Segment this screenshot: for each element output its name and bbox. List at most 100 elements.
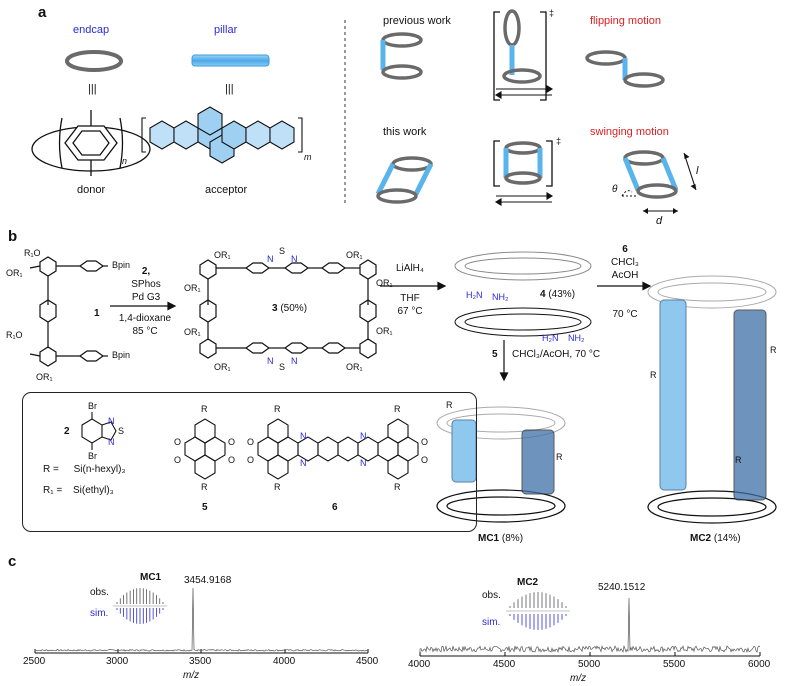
step1-cond-0: 1,4-dioxane — [118, 313, 172, 324]
donor-label: donor — [77, 184, 106, 196]
ms1-tick-2: 3500 — [189, 656, 212, 667]
c1-sub-0: R₁O — [24, 248, 41, 258]
mc2-r-3: R — [735, 455, 742, 465]
bpin-bottom: Bpin — [112, 350, 131, 360]
panel-a-label: a — [38, 4, 47, 21]
step1-reagent-2: Pd G3 — [131, 292, 161, 303]
c2-n-bottom: N — [108, 437, 115, 447]
ms2-title: MC2 — [517, 577, 539, 588]
mc1-yield: (8%) — [501, 533, 524, 544]
c6-o-1: O — [247, 437, 255, 447]
ms2-sim: sim. — [482, 617, 501, 628]
spectrum-line — [419, 597, 761, 654]
c4-nh2-bottom: NH₂ — [568, 333, 585, 343]
c6-n-3: N — [360, 431, 367, 441]
compound-4-number: 4 — [540, 289, 546, 300]
c6-n-2: N — [300, 458, 307, 468]
c3-sub-5: OR₁ — [376, 326, 393, 336]
compound-1-structure — [29, 256, 108, 367]
c1-sub-2: R₁O — [6, 330, 23, 340]
c6-r-1: R — [274, 404, 281, 414]
mc1-r-1: R — [446, 400, 453, 410]
thiadiazole-s-top: S — [279, 246, 286, 256]
ms2-xlabel: m/z — [570, 673, 587, 684]
c6-n-1: N — [300, 431, 307, 441]
c4-h2n-top: H₂N — [466, 290, 483, 300]
ms2-tick-0: 4000 — [408, 659, 431, 670]
acceptor-polycycle-icon — [141, 106, 303, 164]
c5-o-2: O — [174, 455, 182, 465]
compound-4-yield: (43%) — [548, 289, 576, 300]
dagger-1: ‡ — [549, 8, 555, 18]
ms1-tick-3: 4000 — [273, 656, 296, 667]
flipping-motion-label: flipping motion — [590, 15, 661, 27]
step4-reagent-num: 5 — [492, 349, 498, 360]
step2-cond-0: THF — [400, 293, 420, 304]
mc1-label: MC1 (8%) — [478, 533, 523, 544]
reaction-arrow-3 — [597, 281, 652, 291]
step3-reagent-1: CHCl₃ — [611, 257, 639, 268]
c3-sub-7: OR₁ — [346, 362, 363, 372]
pillar-title: pillar — [214, 24, 238, 36]
compound-6-number: 6 — [332, 502, 338, 513]
reaction-arrow-4 — [499, 340, 509, 382]
c5-r-bottom: R — [201, 482, 208, 492]
distance-symbol: d — [656, 215, 663, 227]
step3-reagents: 6 CHCl₃ AcOH — [598, 243, 652, 282]
compound-2-number: 2 — [64, 426, 70, 437]
c2-br-top: Br — [88, 401, 97, 411]
r-def-rhs: Si(n-hexyl)₃ — [73, 464, 126, 475]
step1-reagents: 2, SPhos Pd G3 — [116, 265, 176, 304]
c3-sub-4: OR₁ — [184, 327, 201, 337]
ms1-peak-label: 3454.9168 — [184, 575, 232, 586]
thiadiazole-n-left: N — [267, 254, 274, 264]
theta-symbol: θ — [612, 184, 618, 195]
compound-5-number: 5 — [202, 502, 208, 513]
dagger-2: ‡ — [556, 136, 562, 146]
pillar-equiv: ||| — [225, 83, 234, 95]
c3-sub-3: OR₁ — [376, 278, 393, 288]
c5-o-3: O — [228, 437, 236, 447]
mc1-r-2: R — [556, 452, 563, 462]
ms1-isotope-inset — [113, 588, 167, 624]
step3-cond-0: 70 °C — [612, 309, 638, 320]
ring-subscript: n — [122, 156, 128, 166]
c6-o-2: O — [247, 455, 255, 465]
c6-r-2: R — [274, 482, 281, 492]
thiadiazole-n-right-b: N — [291, 356, 298, 366]
mc2-r-2: R — [770, 345, 777, 355]
r1-def-rhs: Si(ethyl)₃ — [73, 485, 114, 496]
compound-4-structure — [454, 251, 592, 337]
step1-reagent-1: SPhos — [131, 279, 161, 290]
mc2-r-1: R — [650, 370, 657, 380]
this-work-label: this work — [383, 126, 427, 138]
endcap-ring-icon — [65, 50, 123, 72]
compound-1-number: 1 — [94, 308, 100, 319]
r1-definition: R₁ = Si(ethyl)₃ — [43, 485, 114, 496]
mc2-name: MC2 — [690, 533, 712, 544]
endcap-equiv: ||| — [88, 83, 97, 95]
thiadiazole-n-left-b: N — [267, 356, 274, 366]
c3-sub-1: OR₁ — [346, 250, 363, 260]
reaction-arrow-1 — [110, 301, 177, 311]
step2-reagent-0: LiAlH₄ — [396, 263, 424, 274]
c4-nh2-top: NH₂ — [492, 292, 509, 302]
thiadiazole-n-right: N — [291, 254, 298, 264]
step1-reagent-0: 2, — [141, 266, 151, 277]
compound-3-label: 3 (50%) — [272, 303, 307, 314]
c5-o-1: O — [174, 437, 182, 447]
mc2-label: MC2 (14%) — [690, 533, 741, 544]
step3-reagent-2: AcOH — [611, 270, 639, 281]
pillar-rod-icon — [191, 54, 270, 67]
donor-macrocycle-icon — [31, 110, 151, 176]
acceptor-label: acceptor — [205, 184, 248, 196]
prev-work-transition-icon — [493, 9, 547, 101]
previous-work-label: previous work — [383, 15, 451, 27]
ms1-obs: obs. — [90, 587, 109, 598]
endcap-title: endcap — [73, 24, 110, 36]
c2-n-top: N — [108, 416, 115, 426]
c3-sub-2: OR₁ — [184, 283, 201, 293]
compound-3-yield: (50%) — [280, 303, 308, 314]
step3-conditions: 70 °C — [598, 308, 652, 321]
